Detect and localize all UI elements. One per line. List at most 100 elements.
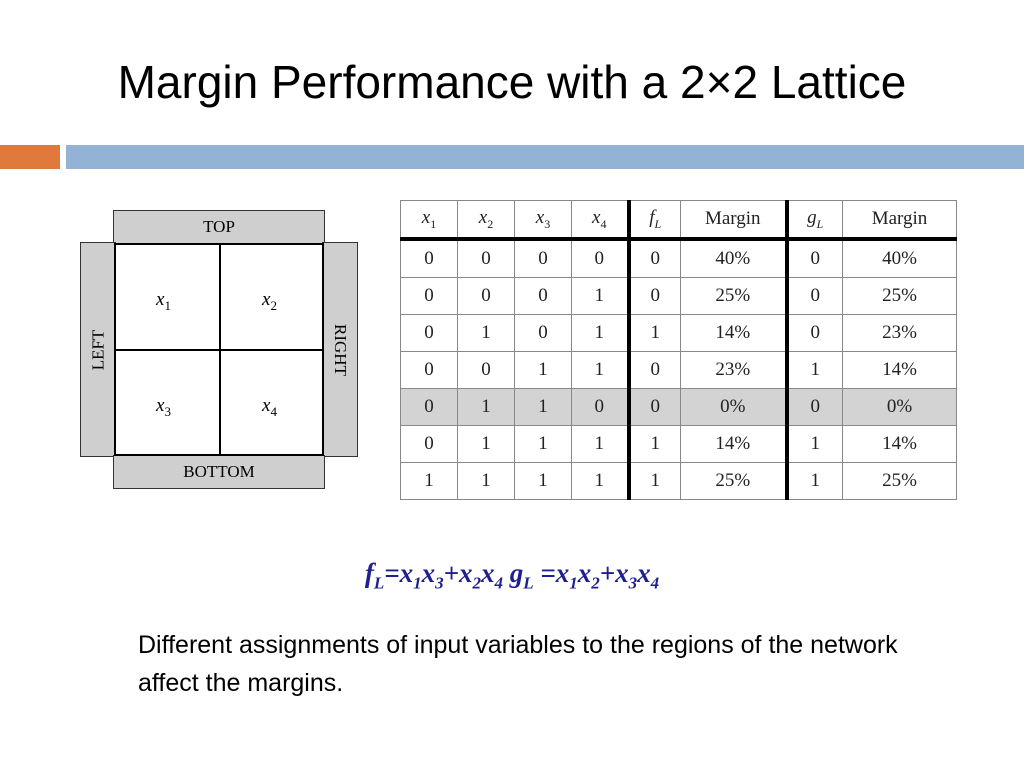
lattice-cell-x4: x4 <box>262 395 277 419</box>
table-cell: 1 <box>457 425 515 463</box>
table-cell: 1 <box>571 314 629 352</box>
table-cell: 0 <box>784 314 843 352</box>
table-cell: 40% <box>842 238 957 278</box>
table-cell: 40% <box>680 238 787 278</box>
table-cell: 1 <box>571 351 629 389</box>
table-cell: 1 <box>514 351 572 389</box>
table-cell: 25% <box>842 277 957 315</box>
lattice-left-label: LEFT <box>80 242 116 457</box>
table-cell: 1 <box>514 425 572 463</box>
table-cell: 1 <box>571 277 629 315</box>
table-cell: 1 <box>784 425 843 463</box>
table-cell: 0 <box>400 351 458 389</box>
table-cell: 1 <box>784 462 843 500</box>
table-cell: 0 <box>514 277 572 315</box>
table-cell: 14% <box>680 314 787 352</box>
formula-operator: + <box>443 558 459 588</box>
formula-variable: x <box>481 558 495 588</box>
lattice-divider-horizontal <box>116 349 322 351</box>
table-cell: 23% <box>842 314 957 352</box>
table-cell: 14% <box>842 351 957 389</box>
table-header-row: x1 x2 x3 x4 fL Margin gL Margin <box>400 200 957 241</box>
table-cell: 23% <box>680 351 787 389</box>
table-cell: 0 <box>400 314 458 352</box>
header-x3: x3 <box>514 200 572 241</box>
table-cell: 14% <box>842 425 957 463</box>
accent-bar-blue <box>66 145 1024 169</box>
table-cell: 1 <box>457 314 515 352</box>
table-cell: 0 <box>626 351 681 389</box>
lattice-bottom-label: BOTTOM <box>113 455 325 489</box>
formula-subscript: 3 <box>628 573 638 593</box>
table-cell: 1 <box>626 425 681 463</box>
table-cell: 0 <box>571 388 629 426</box>
table-cell: 0% <box>842 388 957 426</box>
header-margin-g: Margin <box>842 200 957 241</box>
table-cell: 1 <box>626 462 681 500</box>
table-cell: 0% <box>680 388 787 426</box>
table-cell: 1 <box>784 351 843 389</box>
formula-subscript: 1 <box>413 573 422 593</box>
table-cell: 1 <box>400 462 458 500</box>
lattice-grid: x1 x2 x3 x4 <box>114 243 324 456</box>
formula-variable: x <box>399 558 414 588</box>
accent-bar-orange <box>0 145 60 169</box>
header-fL: fL <box>626 200 681 241</box>
table-cell: 0 <box>784 277 843 315</box>
formula-subscript: 2 <box>591 573 600 593</box>
table-cell: 0 <box>626 238 681 278</box>
header-gL: gL <box>784 200 843 241</box>
formula-f: fL=x1x3+x2x4 <box>364 558 503 593</box>
formula-variable: x <box>615 558 629 588</box>
table-cell: 1 <box>571 425 629 463</box>
lattice-cell-x2: x2 <box>262 289 277 313</box>
header-x4: x4 <box>571 200 629 241</box>
table-cell: 0 <box>400 238 458 278</box>
header-x1: x1 <box>400 200 458 241</box>
formula: fL=x1x3+x2x4 gL =x1x2+x3x4 <box>0 558 1024 593</box>
formula-variable: x <box>421 558 436 588</box>
table-cell: 14% <box>680 425 787 463</box>
formula-variable: x <box>637 558 651 588</box>
table-cell: 1 <box>514 462 572 500</box>
table-cell: 1 <box>457 388 515 426</box>
formula-subscript: 4 <box>650 573 660 593</box>
table-cell: 1 <box>626 314 681 352</box>
formula-operator: + <box>599 558 616 588</box>
table-cell: 0 <box>400 388 458 426</box>
table-cell: 25% <box>842 462 957 500</box>
table-cell: 25% <box>680 277 787 315</box>
formula-variable: x <box>577 558 592 588</box>
formula-g: gL =x1x2+x3x4 <box>509 558 660 593</box>
lattice-top-label: TOP <box>113 210 325 244</box>
header-margin-f: Margin <box>680 200 787 241</box>
table-cell: 25% <box>680 462 787 500</box>
table-cell: 0 <box>457 238 515 278</box>
table-cell: 1 <box>514 388 572 426</box>
table-cell: 0 <box>784 238 843 278</box>
formula-variable: x <box>459 558 473 588</box>
table-cell: 0 <box>400 277 458 315</box>
table-cell: 0 <box>626 277 681 315</box>
header-x2: x2 <box>457 200 515 241</box>
table-cell: 0 <box>457 277 515 315</box>
lattice-cell-x3: x3 <box>156 395 171 419</box>
lattice-cell-x1: x1 <box>156 289 171 313</box>
slide-title: Margin Performance with a 2×2 Lattice <box>117 56 907 108</box>
table-cell: 0 <box>514 238 572 278</box>
table-cell: 1 <box>457 462 515 500</box>
table-cell: 1 <box>571 462 629 500</box>
formula-subscript: 2 <box>472 573 482 593</box>
formula-subscript: 4 <box>494 573 504 593</box>
formula-subscript: 3 <box>435 573 444 593</box>
formula-variable: x <box>555 558 570 588</box>
